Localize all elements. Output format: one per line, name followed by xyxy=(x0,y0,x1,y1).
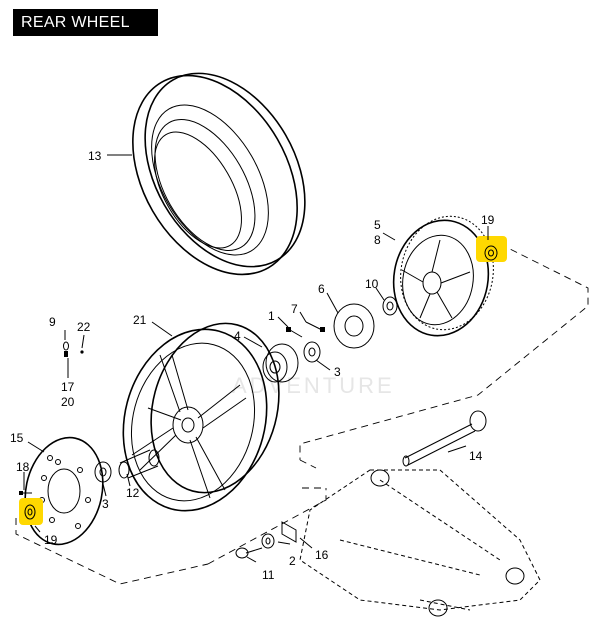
callout-8: 8 xyxy=(374,233,381,247)
swingarm xyxy=(299,469,541,617)
callout-13: 13 xyxy=(88,149,102,163)
bolt-18 xyxy=(19,491,32,495)
diagram-title: REAR WHEEL xyxy=(13,9,158,36)
nut-19-top xyxy=(484,245,498,261)
wheel-rim xyxy=(122,322,280,512)
assembly-lines xyxy=(15,243,589,585)
callout-10: 10 xyxy=(365,277,379,291)
callout-7: 7 xyxy=(291,302,298,316)
highlight-19-top xyxy=(476,236,507,262)
axle-sleeve-12 xyxy=(118,449,160,479)
tire xyxy=(132,72,306,276)
callout-19-top: 19 xyxy=(481,213,495,227)
bolts-1-7 xyxy=(286,321,325,338)
callout-17: 17 xyxy=(61,380,75,394)
callout-15: 15 xyxy=(10,431,24,445)
callout-3-hub: 3 xyxy=(334,365,341,379)
callout-11: 11 xyxy=(262,568,275,582)
callout-6: 6 xyxy=(318,282,325,296)
callout-21: 21 xyxy=(133,313,147,327)
brake-disc xyxy=(24,436,104,546)
spacer-4 xyxy=(262,343,299,383)
callout-9: 9 xyxy=(49,315,56,329)
nut-19-bottom xyxy=(24,504,36,520)
callout-4: 4 xyxy=(234,329,241,343)
adjuster-parts xyxy=(235,521,297,559)
callout-14: 14 xyxy=(469,449,483,463)
highlight-19-bottom xyxy=(19,498,43,525)
watermark-text: ADVENTURE xyxy=(232,373,395,398)
leader-lines xyxy=(23,154,489,563)
callout-19-bottom: 19 xyxy=(44,533,58,547)
bearing-3-hub xyxy=(303,341,321,363)
rear-pulley xyxy=(392,215,494,337)
callout-2: 2 xyxy=(289,554,296,568)
callout-16: 16 xyxy=(315,548,329,562)
callout-12: 12 xyxy=(126,486,140,500)
valve-stem xyxy=(63,341,84,357)
bearing-10 xyxy=(382,296,398,316)
callout-22: 22 xyxy=(77,320,91,334)
callout-5: 5 xyxy=(374,218,381,232)
callout-3-left: 3 xyxy=(102,497,109,511)
callout-18: 18 xyxy=(16,460,30,474)
axle-14 xyxy=(402,410,487,467)
callout-20: 20 xyxy=(61,395,75,409)
callout-1: 1 xyxy=(268,309,275,323)
cush-drive xyxy=(333,303,375,349)
